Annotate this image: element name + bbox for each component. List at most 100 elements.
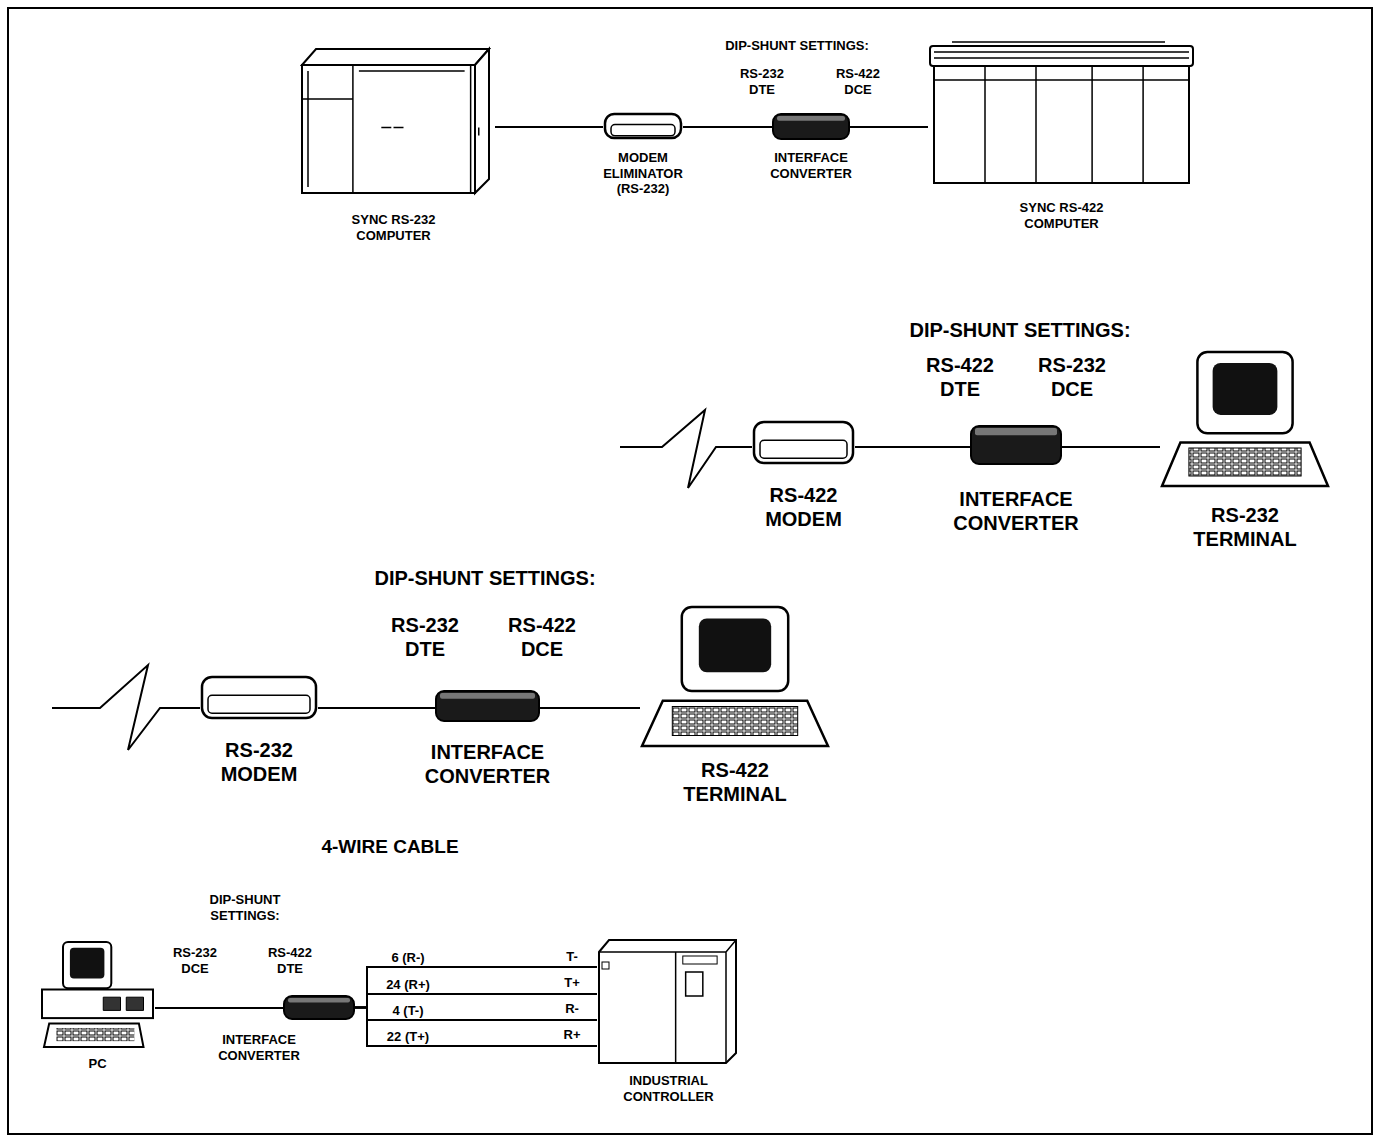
computer-top xyxy=(302,49,489,65)
device-label: RS-232 TERMINAL xyxy=(1180,503,1310,551)
cabinet-bays xyxy=(934,66,1189,183)
screen xyxy=(70,948,105,979)
indicator xyxy=(602,962,609,969)
monitor xyxy=(63,942,111,988)
cable xyxy=(155,1007,283,1009)
terminal: RS-232 TERMINAL xyxy=(1160,350,1330,490)
modem-eliminator-icon xyxy=(603,112,683,140)
computer: SYNC RS-232 COMPUTER xyxy=(292,45,495,195)
modem-front xyxy=(208,695,310,713)
modem: RS-422 MODEM xyxy=(752,420,855,465)
keys xyxy=(1189,448,1301,476)
computer-panels xyxy=(302,65,479,193)
interface-converter: INTERFACE CONVERTER xyxy=(435,690,540,722)
device-label: INTERFACE CONVERTER xyxy=(761,150,861,181)
interface-converter: INTERFACE CONVERTER xyxy=(283,995,355,1020)
phone-line xyxy=(620,410,752,488)
wire-label: 6 (R-) xyxy=(389,950,426,966)
pc: PC xyxy=(40,940,155,1050)
screen xyxy=(1213,363,1278,415)
converter-rim xyxy=(975,428,1057,435)
computer-side xyxy=(475,49,489,193)
pin-label: R+ xyxy=(562,1027,583,1043)
converter-case xyxy=(971,426,1061,464)
pin-label: T- xyxy=(564,949,580,965)
pin-label: R- xyxy=(563,1001,581,1017)
computer-front xyxy=(302,65,475,193)
monitor xyxy=(682,607,788,691)
converter-case xyxy=(284,996,354,1019)
device-label: RS-422 TERMINAL xyxy=(670,758,800,806)
keys xyxy=(56,1028,134,1041)
interface-converter-icon xyxy=(283,995,355,1020)
device-label: SYNC RS-232 COMPUTER xyxy=(348,212,440,243)
dip-setting: RS-422 DTE xyxy=(261,945,319,976)
device-label: INTERFACE CONVERTER xyxy=(408,740,568,788)
controller-edges xyxy=(599,940,736,1063)
dip-setting: RS-422 DCE xyxy=(501,613,583,661)
cable xyxy=(850,126,928,128)
modem-eliminator: MODEM ELIMINATOR (RS-232) xyxy=(603,112,683,140)
system-unit xyxy=(42,990,153,1019)
dip-setting: RS-232 DCE xyxy=(1031,353,1113,401)
screen xyxy=(699,618,771,672)
interface-converter: INTERFACE CONVERTER xyxy=(970,425,1062,465)
modem-icon xyxy=(752,420,855,465)
dip-setting: RS-232 DCE xyxy=(166,945,224,976)
keyboard xyxy=(44,1024,144,1047)
device-label: RS-422 MODEM xyxy=(748,483,860,531)
settings-heading: DIP-SHUNT SETTINGS: xyxy=(325,566,645,590)
settings-heading: DIP-SHUNT SETTINGS: xyxy=(860,318,1180,342)
modem: RS-232 MODEM xyxy=(200,675,318,720)
computer: SYNC RS-422 COMPUTER xyxy=(928,40,1195,185)
panel-slot xyxy=(686,972,703,996)
cabinet-body xyxy=(934,66,1189,183)
cable xyxy=(540,707,640,709)
lid-lines xyxy=(934,42,1189,58)
phone-line xyxy=(52,665,200,750)
keys xyxy=(672,707,797,736)
converter-rim xyxy=(440,693,535,699)
terminal-icon xyxy=(1160,350,1330,490)
device-label: INTERFACE CONVERTER xyxy=(209,1032,309,1063)
converter-case xyxy=(436,691,539,721)
industrial-controller: INDUSTRIAL CONTROLLER xyxy=(597,938,740,1065)
wire-label: 24 (R+) xyxy=(384,977,432,993)
cable-wire xyxy=(355,967,597,1008)
modem-case xyxy=(754,422,853,463)
modem-icon xyxy=(200,675,318,720)
converter-case xyxy=(773,114,849,139)
device-label: RS-232 MODEM xyxy=(203,738,315,786)
converter-rim xyxy=(777,116,845,121)
keyboard xyxy=(642,701,828,746)
interface-converter-icon xyxy=(772,113,850,140)
industrial-controller-icon xyxy=(597,938,740,1065)
interface-converter: INTERFACE CONVERTER xyxy=(772,113,850,140)
cable xyxy=(855,446,970,448)
dip-setting: RS-422 DCE xyxy=(829,66,887,97)
drive-slots xyxy=(103,997,143,1010)
wire-label: 4 (T-) xyxy=(390,1003,425,1019)
computer-icon xyxy=(292,45,495,195)
modem-front xyxy=(760,440,847,458)
dip-setting: RS-422 DTE xyxy=(919,353,1001,401)
interface-converter-icon xyxy=(970,425,1062,465)
device-label: PC xyxy=(68,1056,128,1072)
dip-setting: RS-232 DTE xyxy=(733,66,791,97)
monitor xyxy=(1197,352,1292,433)
cable xyxy=(318,707,435,709)
device-label: SYNC RS-422 COMPUTER xyxy=(1016,200,1108,231)
device-label: MODEM ELIMINATOR (RS-232) xyxy=(593,150,693,197)
frame xyxy=(8,8,1372,1134)
cabinet-lid xyxy=(930,46,1193,66)
converter-rim xyxy=(288,998,350,1003)
keyboard xyxy=(1162,442,1328,486)
device-label: INDUSTRIAL CONTROLLER xyxy=(614,1073,724,1104)
settings-heading: DIP-SHUNT SETTINGS: xyxy=(195,892,295,923)
controller-case xyxy=(599,940,736,1063)
terminal: RS-422 TERMINAL xyxy=(640,605,830,750)
device-label: INTERFACE CONVERTER xyxy=(936,487,1096,535)
cable xyxy=(1062,446,1160,448)
cable xyxy=(495,126,603,128)
